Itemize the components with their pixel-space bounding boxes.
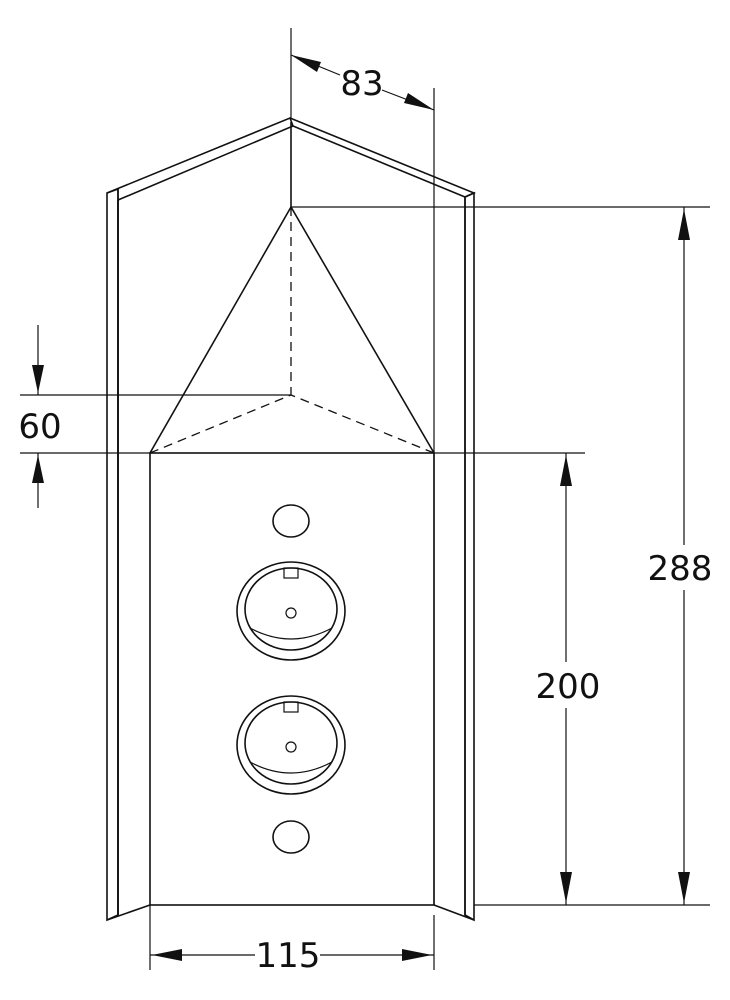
roof-left-edge xyxy=(106,116,295,201)
dimension-label-plate-height: 200 xyxy=(536,667,601,707)
dimension-label-depth: 83 xyxy=(340,64,383,104)
power-socket-upper xyxy=(236,561,346,661)
left-side-panel xyxy=(106,187,119,922)
dimension-label-top-height: 60 xyxy=(18,407,61,447)
front-plate xyxy=(149,452,435,906)
indicator-light-bottom xyxy=(272,820,310,854)
dimension-label-total-height: 288 xyxy=(648,549,713,589)
dimension-top-height: 60 xyxy=(18,325,291,508)
pyramid-top xyxy=(149,206,435,454)
roof-right-edge xyxy=(289,117,477,198)
indicator-light-top xyxy=(272,504,310,538)
dimension-depth: 83 xyxy=(290,28,435,905)
housing-outline xyxy=(106,116,477,922)
power-socket-lower xyxy=(236,695,346,795)
dimension-plate-height: 200 xyxy=(434,452,601,905)
right-side-panel xyxy=(464,191,475,922)
dimension-width: 115 xyxy=(149,905,435,976)
dimension-label-width: 115 xyxy=(256,936,321,976)
dimension-total-height: 288 xyxy=(291,206,713,906)
